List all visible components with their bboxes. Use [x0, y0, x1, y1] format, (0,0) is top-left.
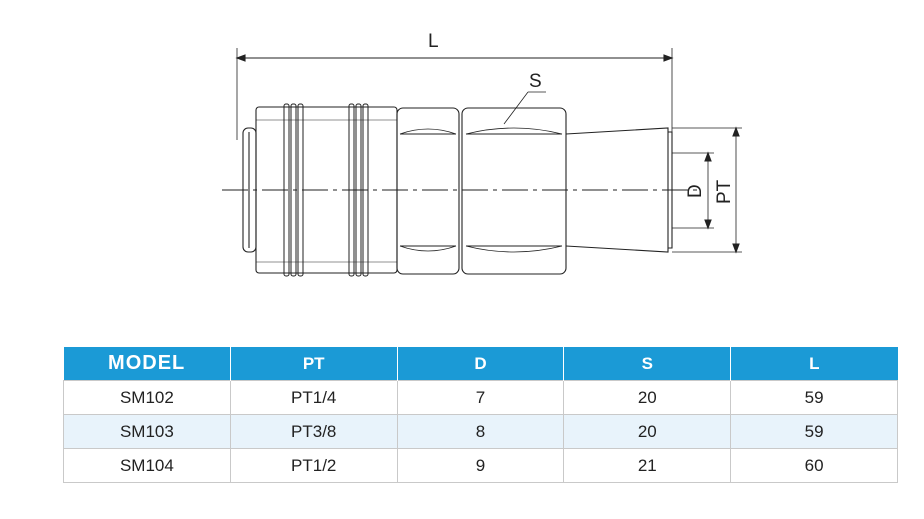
header-l: L: [730, 347, 898, 381]
cell-pt: PT1/4: [229, 380, 398, 415]
cell-d: 7: [396, 380, 565, 415]
table-row: SM104 PT1/2 9 21 60: [63, 448, 898, 483]
header-pt: PT: [230, 347, 398, 381]
header-s: S: [563, 347, 732, 381]
spec-table: MODEL PT D S L SM102 PT1/4 7 20 59 SM103…: [63, 347, 898, 483]
hex-dimension-label: S: [529, 71, 542, 92]
cell-l: 59: [730, 414, 898, 449]
cell-pt: PT3/8: [229, 414, 398, 449]
bore-dimension-label: D: [685, 184, 706, 198]
cell-s: 21: [563, 448, 732, 483]
table-row: SM103 PT3/8 8 20 59: [63, 414, 898, 449]
cell-model: SM103: [63, 414, 231, 449]
cell-s: 20: [563, 414, 732, 449]
table-row: SM102 PT1/4 7 20 59: [63, 380, 898, 415]
thread-dimension-label: PT: [714, 179, 735, 204]
cell-d: 9: [396, 448, 565, 483]
cell-l: 59: [730, 380, 898, 415]
cell-model: SM104: [63, 448, 231, 483]
cell-model: SM102: [63, 380, 231, 415]
length-dimension-label: L: [428, 31, 439, 52]
cell-l: 60: [730, 448, 898, 483]
cell-s: 20: [563, 380, 732, 415]
coupler-technical-drawing: L S D PT: [222, 31, 742, 277]
header-model: MODEL: [63, 347, 231, 381]
cell-pt: PT1/2: [229, 448, 398, 483]
cell-d: 8: [396, 414, 565, 449]
table-header-row: MODEL PT D S L: [63, 347, 898, 381]
header-d: D: [397, 347, 565, 381]
